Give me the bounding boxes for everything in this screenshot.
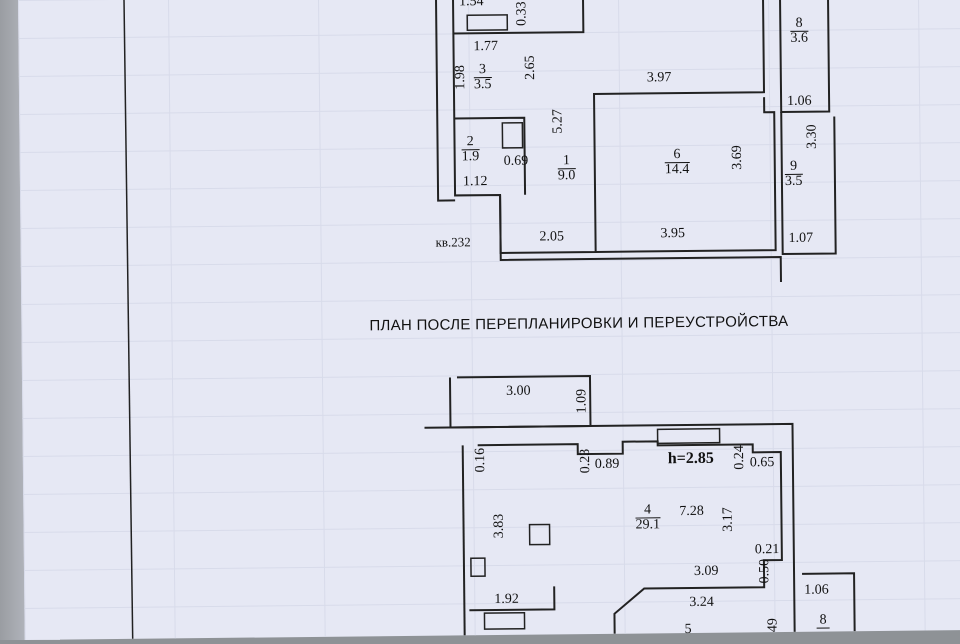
- dim-label: 0.24: [731, 445, 748, 470]
- ceiling-height: h=2.85: [667, 449, 714, 468]
- dim-label: 2.65: [522, 55, 539, 80]
- dim-label: 1.07: [788, 230, 814, 246]
- dim-label: 49: [765, 618, 781, 633]
- dim-label: 5.27: [550, 109, 566, 134]
- dim-label: 0.89: [594, 456, 620, 472]
- dim-label: 0.65: [749, 455, 775, 471]
- dim-label: 3.09: [693, 563, 719, 579]
- room-5-label: 5: [684, 621, 692, 638]
- dim-label: 0.50: [757, 558, 773, 584]
- dim-label: 3.17: [720, 507, 736, 532]
- dim-label: 0.33: [514, 1, 530, 27]
- dim-label: 1.92: [494, 591, 519, 608]
- plan-drawing: [123, 0, 856, 639]
- dim-label: 3.69: [729, 145, 746, 170]
- dim-label: 7.28: [679, 503, 704, 520]
- room-8-label: 8: [816, 613, 830, 629]
- dim-label: 3.30: [804, 124, 820, 150]
- dim-label: 3.00: [506, 383, 531, 399]
- dim-label: 3.95: [660, 226, 686, 242]
- dim-label: 3.83: [491, 513, 507, 539]
- dim-label: 0.23: [577, 448, 594, 474]
- plan-after-walls: [424, 375, 856, 636]
- dim-label: 1.06: [787, 93, 812, 109]
- dim-label: 1.06: [804, 582, 829, 598]
- apartment-label: кв.232: [435, 234, 471, 250]
- dim-label: 3.24: [689, 594, 714, 611]
- dim-label: 2.05: [539, 229, 565, 245]
- dim-label: 1.98: [452, 65, 469, 90]
- floor-plan-document: 1.54 0.33 1.77 1.98 2.65 3.97 5.27 1.06 …: [18, 0, 960, 640]
- dim-label: 1.77: [473, 38, 499, 55]
- dim-label: 1.54: [458, 0, 484, 10]
- dim-label: 0.16: [472, 447, 489, 473]
- dim-label: 1.12: [462, 174, 488, 190]
- dim-label: 0.21: [754, 542, 780, 558]
- dim-label: 1.09: [574, 388, 590, 414]
- dim-label: 3.97: [646, 70, 672, 86]
- dim-label: 0.69: [503, 153, 529, 169]
- margin-line: [123, 0, 134, 639]
- plan-before-walls: [434, 0, 837, 283]
